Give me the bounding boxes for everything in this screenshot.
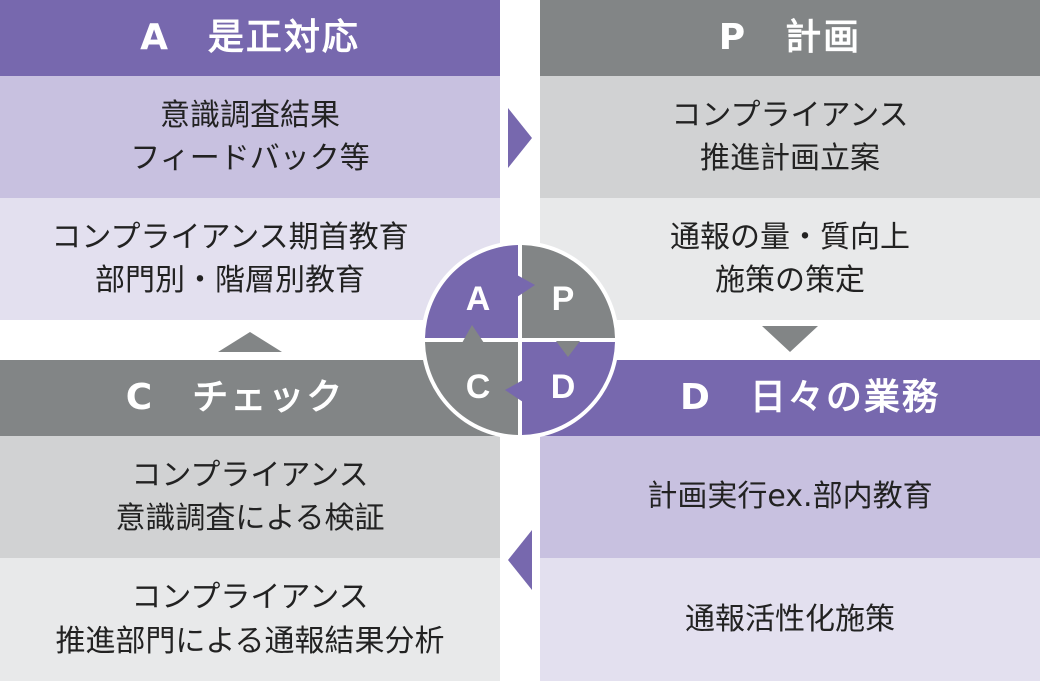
cycle-label-d: D	[551, 368, 576, 406]
header-c: C チェック	[0, 360, 500, 436]
cycle-segment-c	[425, 342, 518, 435]
cycle-label-p: P	[552, 280, 575, 318]
a-row-2: コンプライアンス期首教育 部門別・階層別教育	[0, 198, 500, 320]
header-a: A 是正対応	[0, 0, 500, 76]
c-row-1: コンプライアンス 意識調査による検証	[0, 436, 500, 558]
cycle-segment-d	[522, 342, 615, 435]
arrow-up-icon	[218, 332, 282, 352]
arrow-left-icon	[508, 530, 532, 590]
cycle-segment-a	[425, 245, 518, 338]
arrow-down-icon	[762, 326, 818, 352]
c-row-2: コンプライアンス 推進部門による通報結果分析	[0, 558, 500, 681]
arrow-right-icon	[508, 108, 532, 168]
cycle-segment-p	[522, 245, 615, 338]
p-row-1: コンプライアンス 推進計画立案	[540, 76, 1040, 198]
d-row-1: 計画実行ex.部内教育	[540, 436, 1040, 558]
d-row-2: 通報活性化施策	[540, 558, 1040, 681]
a-row-1: 意識調査結果 フィードバック等	[0, 76, 500, 198]
p-row-2: 通報の量・質向上 施策の策定	[540, 198, 1040, 320]
header-p: P 計画	[540, 0, 1040, 76]
cycle-label-c: C	[466, 368, 491, 406]
cycle-label-a: A	[466, 280, 491, 318]
